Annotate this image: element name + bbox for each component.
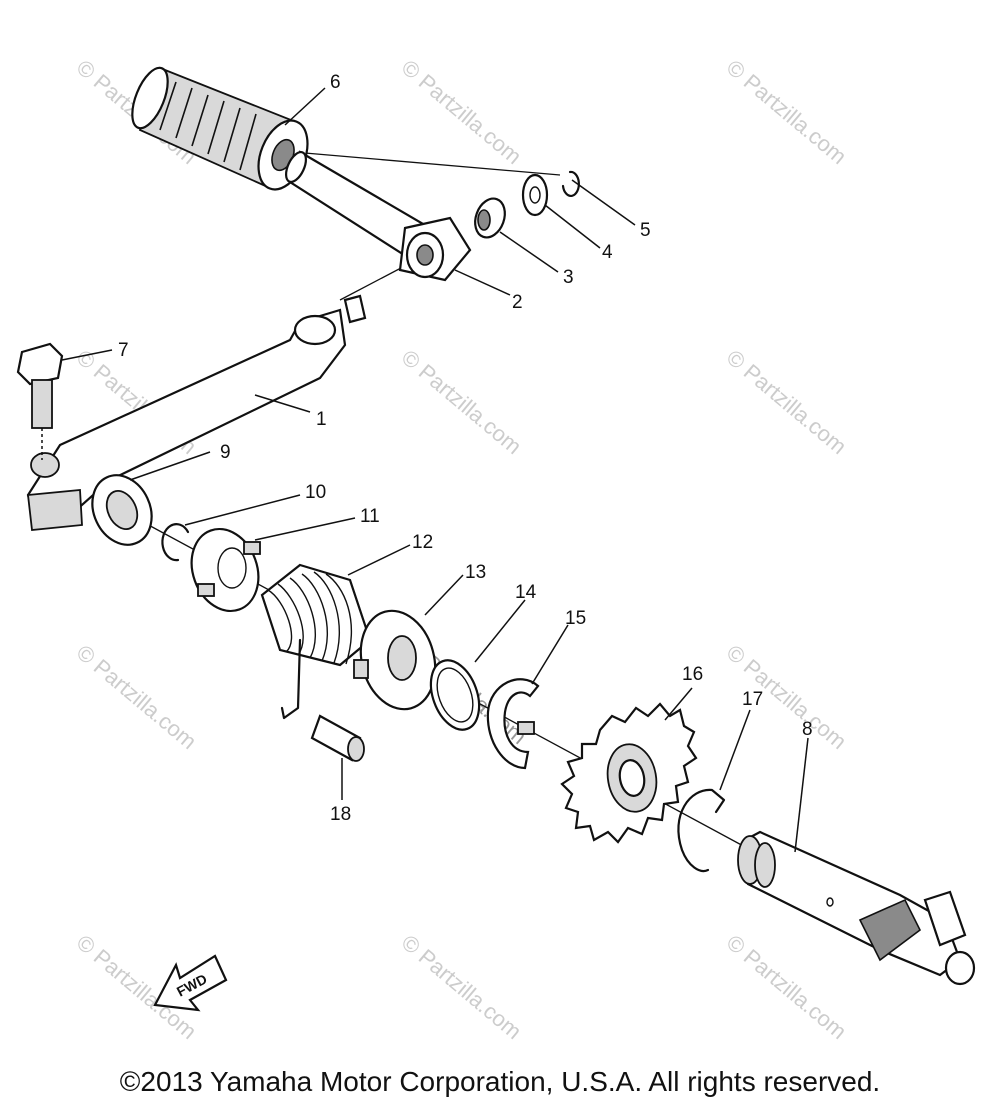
spring-stopper (190, 527, 261, 613)
leader-lines (61, 87, 809, 853)
oil-seal (91, 474, 153, 546)
watermark: © Partzilla.com (722, 55, 852, 169)
callout-label: 15 (565, 608, 586, 629)
watermark: © Partzilla.com (722, 930, 852, 1044)
watermark: © Partzilla.com (72, 640, 202, 754)
watermark-layer: © Partzilla.com © Partzilla.com © Partzi… (72, 55, 852, 1044)
axis-line (269, 149, 561, 176)
pinch-bolt (16, 342, 64, 460)
callout-label: 12 (412, 532, 433, 553)
gear-circlip (677, 788, 726, 873)
circlip (561, 170, 580, 198)
callout-label: 17 (742, 689, 763, 710)
callout-label: 7 (118, 340, 129, 361)
watermark: © Partzilla.com (397, 930, 527, 1044)
callout-label: 14 (515, 582, 537, 603)
callout-label: 2 (512, 292, 523, 313)
kick-arm-boss (398, 216, 472, 282)
thrust-ring (429, 659, 481, 731)
circlip (161, 523, 190, 562)
callout-label: 8 (802, 719, 813, 740)
callout-label: 13 (465, 562, 486, 583)
kick-arm-tube (284, 150, 432, 262)
kick-gear (560, 702, 698, 844)
kick-crank (26, 294, 367, 531)
kick-shaft (737, 830, 976, 986)
watermark: © Partzilla.com (397, 345, 527, 459)
callout-label: 11 (360, 506, 380, 527)
torsion-spring (260, 563, 372, 720)
callout-label: 4 (602, 242, 613, 263)
callout-label: 18 (330, 804, 351, 825)
ratchet-clip (486, 678, 540, 770)
ratchet-wheel (353, 609, 437, 711)
callout-label: 6 (330, 72, 341, 93)
callout-labels: 2 1 3 4 5 6 7 8 9 10 11 12 13 14 15 16 1… (118, 72, 813, 825)
forward-direction-arrow: FWD (153, 954, 228, 1012)
collar (474, 197, 506, 239)
callout-label: 5 (640, 220, 651, 241)
callout-label: 3 (563, 267, 574, 288)
shaft-pin (310, 714, 365, 762)
copyright-notice: ©2013 Yamaha Motor Corporation, U.S.A. A… (119, 1066, 881, 1097)
washer (521, 173, 549, 217)
callout-label: 1 (316, 409, 327, 430)
watermark: © Partzilla.com (397, 55, 527, 169)
callout-label: 9 (220, 442, 231, 463)
callout-label: 16 (682, 664, 703, 685)
callout-label: 10 (305, 482, 326, 503)
watermark: © Partzilla.com (722, 345, 852, 459)
